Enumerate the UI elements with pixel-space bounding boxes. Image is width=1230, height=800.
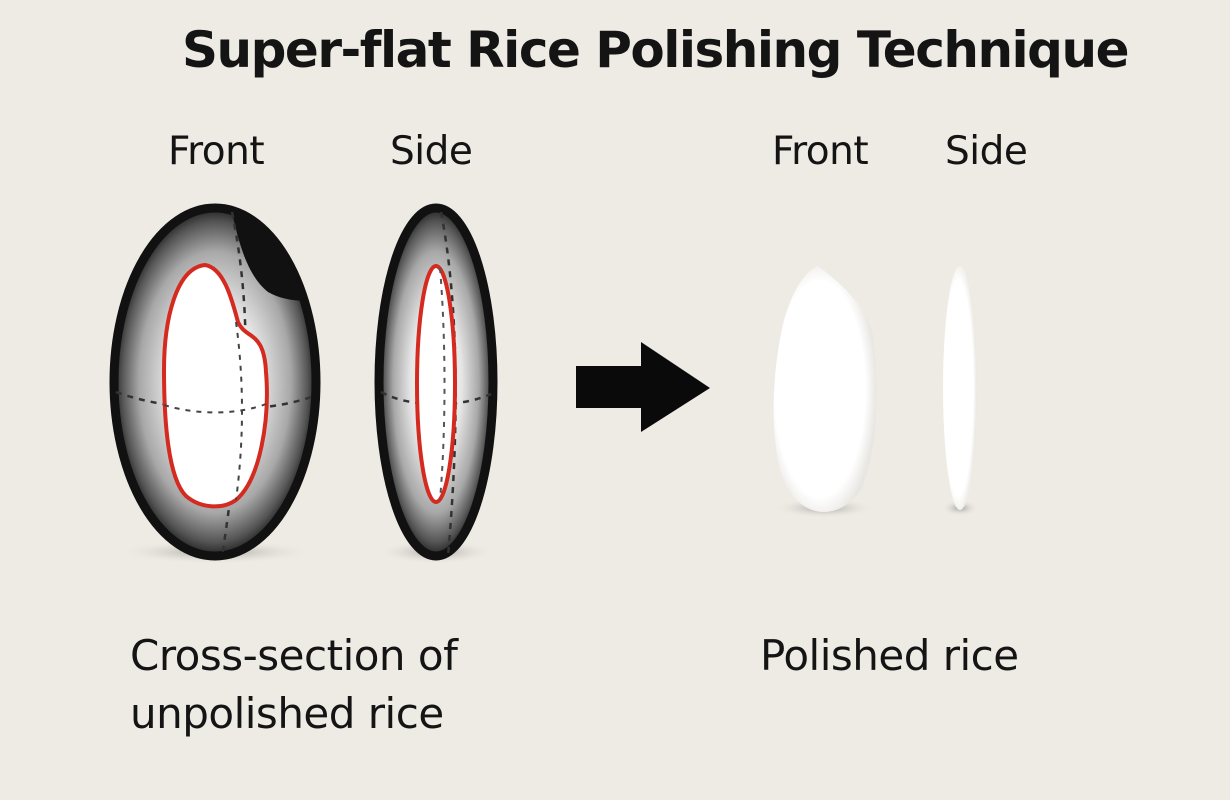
polished-front-label: Front	[772, 129, 869, 174]
diagram-title: Super-flat Rice Polishing Technique	[182, 21, 1129, 79]
polished-side-grain	[942, 266, 978, 516]
dashed-horizontal-axis	[380, 390, 492, 406]
dashed-vertical-axis	[439, 211, 457, 557]
unpolished-front-label: Front	[168, 129, 265, 174]
grain-body	[773, 266, 877, 512]
grain-body	[943, 266, 977, 510]
polished-caption: Polished rice	[760, 631, 1019, 680]
unpolished-caption-line2: unpolished rice	[130, 689, 444, 738]
unpolished-side-label: Side	[390, 129, 473, 174]
unpolished-side-grain	[374, 203, 498, 564]
dashed-horizontal-axis-inner	[163, 403, 267, 414]
germ-patch	[232, 212, 315, 301]
red-core-outline	[415, 264, 457, 504]
unpolished-front-grain	[109, 203, 321, 564]
unpolished-caption: Cross-section of unpolished rice	[130, 627, 458, 743]
polished-front-grain	[773, 266, 877, 518]
polished-side-label: Side	[945, 129, 1028, 174]
right-arrow-icon	[576, 342, 710, 432]
unpolished-caption-line1: Cross-section of	[130, 631, 458, 680]
